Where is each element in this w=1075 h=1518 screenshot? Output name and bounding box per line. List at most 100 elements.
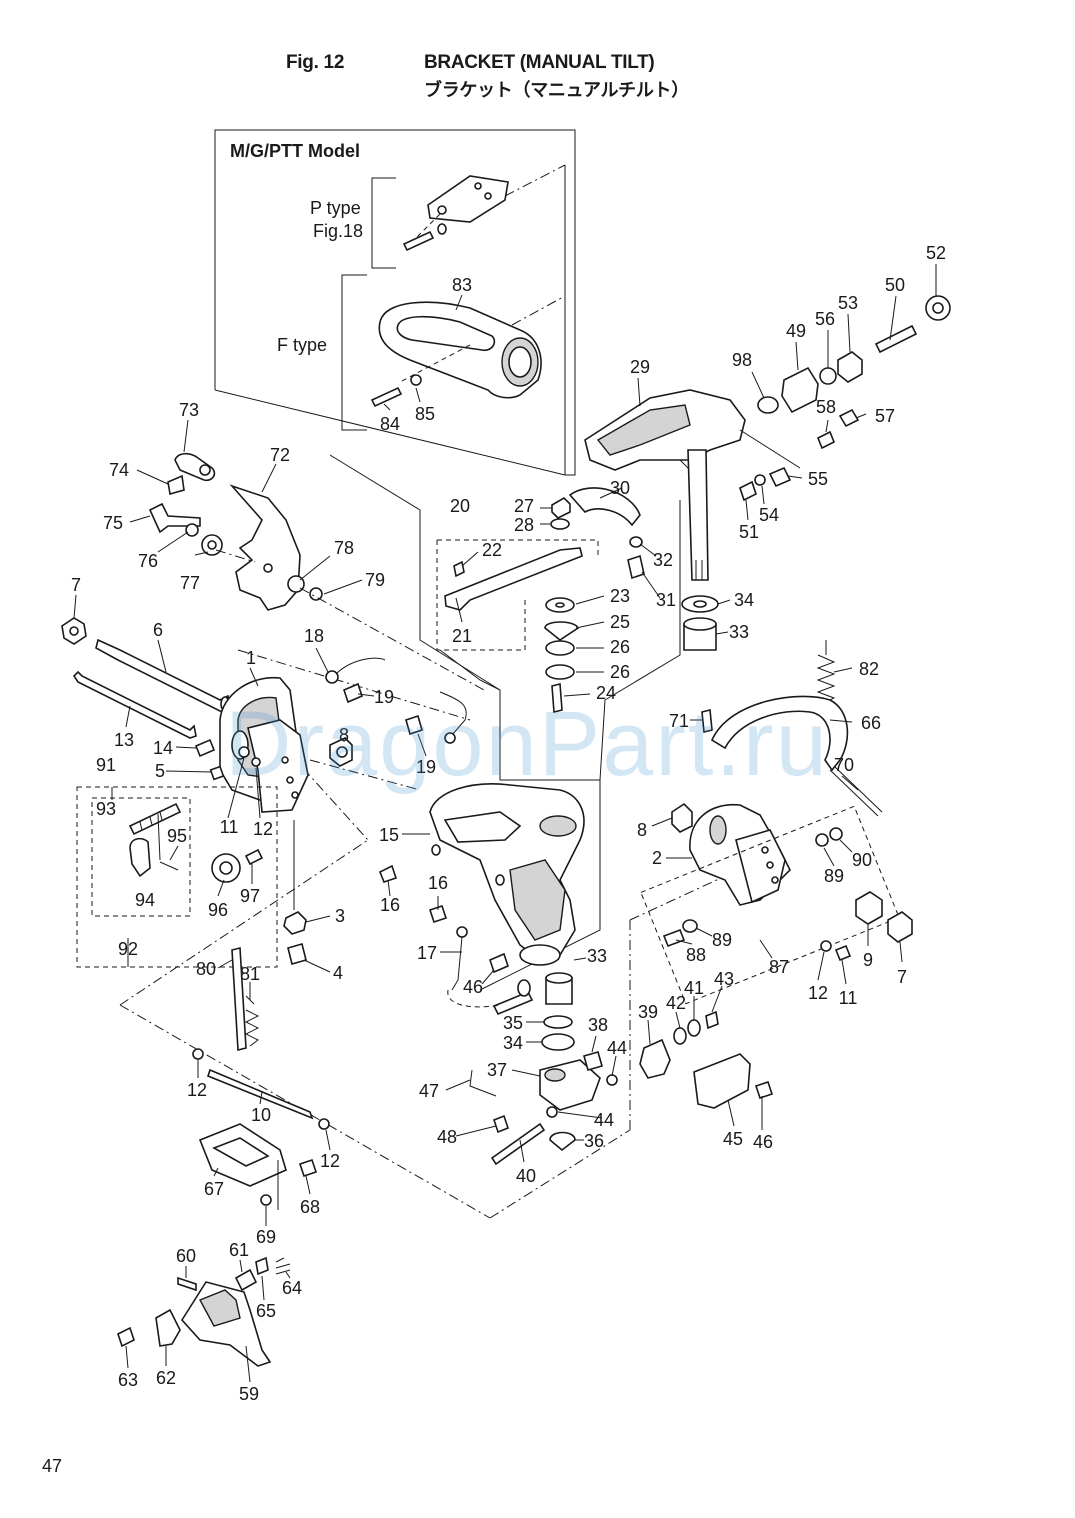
callout-17: 17 <box>417 943 437 963</box>
callout-91: 91 <box>96 755 116 775</box>
parts-72-79-tilt-lever-group <box>148 452 485 691</box>
callout-42: 42 <box>666 993 686 1013</box>
p-type-label: P type <box>310 198 361 218</box>
callout-26-upper: 26 <box>610 637 630 657</box>
callout-59: 59 <box>239 1384 259 1404</box>
parts-17-46-grease-nipples <box>447 926 534 1016</box>
callout-44-upper: 44 <box>607 1038 627 1058</box>
parts-39-46-tilt-cylinder-parts <box>639 1010 774 1109</box>
callout-33-lower: 33 <box>587 946 607 966</box>
callout-85: 85 <box>415 404 435 424</box>
callout-48: 48 <box>437 1127 457 1147</box>
callout-93: 93 <box>96 799 116 819</box>
parts-3-4-thrust-rod-holder <box>283 820 307 965</box>
callout-33-upper: 33 <box>729 622 749 642</box>
callout-24: 24 <box>596 683 616 703</box>
callout-56: 56 <box>815 309 835 329</box>
callout-68: 68 <box>300 1197 320 1217</box>
p-type-ref: Fig.18 <box>313 221 363 241</box>
callout-12-lower-right: 12 <box>320 1151 340 1171</box>
callout-92: 92 <box>118 939 138 959</box>
callout-40: 40 <box>516 1166 536 1186</box>
callout-82: 82 <box>859 659 879 679</box>
callout-67: 67 <box>204 1179 224 1199</box>
callout-23: 23 <box>610 586 630 606</box>
part-8-bushing-left <box>329 737 353 767</box>
callout-25: 25 <box>610 612 630 632</box>
callout-43: 43 <box>714 969 734 989</box>
callout-79: 79 <box>365 570 385 590</box>
callout-64: 64 <box>282 1278 302 1298</box>
callout-95: 95 <box>167 826 187 846</box>
callout-21: 21 <box>452 626 472 646</box>
callout-27: 27 <box>514 496 534 516</box>
callout-41: 41 <box>684 978 704 998</box>
parts-20-28-friction-group <box>436 496 599 714</box>
callout-72: 72 <box>270 445 290 465</box>
part-2-stern-bracket-right <box>671 802 791 906</box>
callout-15: 15 <box>379 825 399 845</box>
figure-title-japanese: ブラケット（マニュアルチルト） <box>424 80 689 101</box>
callout-76: 76 <box>138 551 158 571</box>
callout-36: 36 <box>584 1131 604 1151</box>
callout-47: 47 <box>419 1081 439 1101</box>
callout-29: 29 <box>630 357 650 377</box>
parts-49-58-steering-friction-parts <box>739 295 951 502</box>
callout-46-left: 46 <box>463 977 483 997</box>
callout-1: 1 <box>246 648 256 668</box>
callout-60: 60 <box>176 1246 196 1266</box>
callout-16-left: 16 <box>380 895 400 915</box>
callout-12-lower-left: 12 <box>187 1080 207 1100</box>
part-15-swivel-bracket <box>378 783 585 966</box>
callout-55: 55 <box>808 469 828 489</box>
callout-81: 81 <box>240 964 260 984</box>
callout-94: 94 <box>135 890 155 910</box>
callout-16-right: 16 <box>428 873 448 893</box>
callout-88: 88 <box>686 945 706 965</box>
callout-11-left: 11 <box>220 817 239 837</box>
callout-50: 50 <box>885 275 905 295</box>
parts-66-82-tilt-stopper <box>701 640 883 817</box>
callout-31: 31 <box>656 590 676 610</box>
callout-66: 66 <box>861 713 881 733</box>
parts-7-11-87-90-right-hardware <box>640 805 913 1005</box>
callout-89-lower: 89 <box>712 930 732 950</box>
callout-96: 96 <box>208 900 228 920</box>
watermark: DragonPart.ru <box>225 693 829 795</box>
callout-14: 14 <box>153 738 173 758</box>
callout-74: 74 <box>109 460 129 480</box>
callout-37: 37 <box>487 1060 507 1080</box>
callout-32: 32 <box>653 550 673 570</box>
callout-45: 45 <box>723 1129 743 1149</box>
callout-46-right: 46 <box>753 1132 773 1152</box>
callout-87: 87 <box>769 957 789 977</box>
p-type-bracket-part <box>402 175 509 252</box>
callout-20: 20 <box>450 496 470 516</box>
callout-34-upper: 34 <box>734 590 754 610</box>
callout-28: 28 <box>514 515 534 535</box>
callout-26-lower: 26 <box>610 662 630 682</box>
callout-83: 83 <box>452 275 472 295</box>
callout-69: 69 <box>256 1227 276 1247</box>
parts-59-65-stern-bracket-clamp <box>117 1256 291 1367</box>
callout-51: 51 <box>739 522 759 542</box>
callout-19-lower: 19 <box>416 757 436 777</box>
callout-52: 52 <box>926 243 946 263</box>
callout-53: 53 <box>838 293 858 313</box>
callout-49: 49 <box>786 321 806 341</box>
parts-10-12-67-81-lower-linkage <box>192 946 330 1210</box>
callout-22: 22 <box>482 540 502 560</box>
callout-11-right: 11 <box>839 988 858 1008</box>
figure-number: Fig. 12 <box>286 52 345 73</box>
callout-numbers: 83 84 85 73 72 74 75 76 77 78 79 7 6 1 1… <box>71 243 946 1404</box>
callout-54: 54 <box>759 505 779 525</box>
callout-leader-lines <box>73 264 937 1383</box>
callout-8-left: 8 <box>339 725 349 745</box>
callout-19-upper: 19 <box>374 687 394 707</box>
callout-6: 6 <box>153 620 163 640</box>
callout-77: 77 <box>180 573 200 593</box>
inset-model-label: M/G/PTT Model <box>230 141 360 161</box>
callout-90: 90 <box>852 850 872 870</box>
callout-12-right: 12 <box>808 983 828 1003</box>
callout-8-right: 8 <box>637 820 647 840</box>
